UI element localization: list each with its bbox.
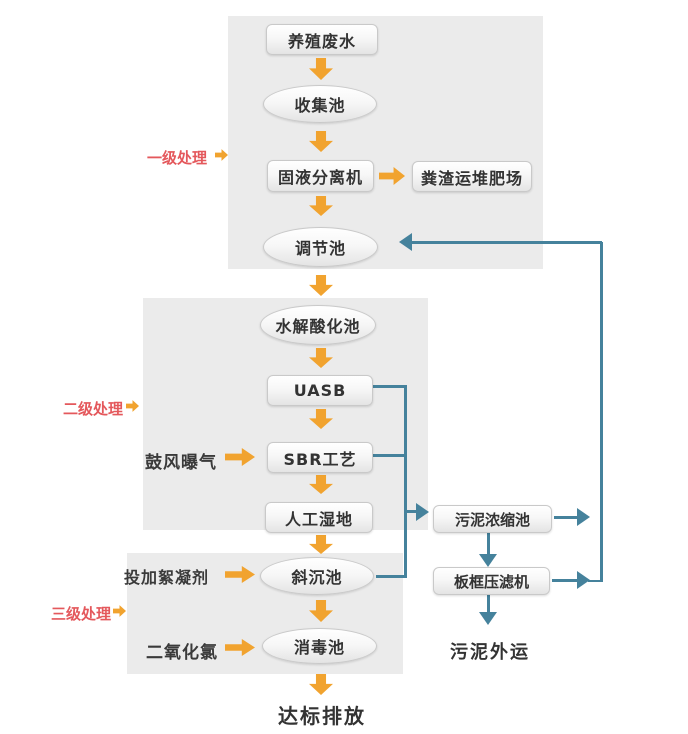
node-regulation-pool: 调节池	[263, 227, 378, 267]
primary-stage-panel	[228, 16, 543, 269]
primary-stage-label: 一级处理	[147, 149, 208, 167]
secondary-stage-pointer-icon	[126, 400, 139, 412]
press-to-transport-arrow-icon	[479, 612, 497, 625]
standard-discharge-label: 达标排放	[278, 704, 366, 728]
node-sbr-process: SBR工艺	[267, 442, 373, 473]
node-breeding-wastewater: 养殖废水	[266, 24, 378, 55]
return-vertical-line	[600, 242, 603, 582]
press-return-line	[552, 579, 578, 582]
connector-sedimentation-to-sludge-line	[376, 575, 406, 578]
primary-stage-pointer-icon	[215, 149, 228, 161]
connector-sbr-to-sludge-line	[373, 454, 406, 457]
tertiary-stage-label: 三级处理	[51, 605, 112, 623]
node-hydrolysis-acidification-pool: 水解酸化池	[260, 305, 376, 345]
node-uasb: UASB	[267, 375, 373, 406]
secondary-stage-label: 二级处理	[63, 400, 124, 418]
node-collection-pool: 收集池	[263, 85, 377, 123]
node-constructed-wetland: 人工湿地	[265, 502, 373, 533]
press-to-transport-line	[487, 595, 490, 613]
chlorine-dioxide-label: 二氧化氯	[146, 643, 218, 663]
node-disinfection-pool: 消毒池	[262, 628, 377, 664]
node-sludge-thickening-pool: 污泥浓缩池	[433, 505, 552, 533]
node-manure-composting-site: 粪渣运堆肥场	[412, 161, 532, 192]
arrow-regulation-to-hydrolysis-icon	[309, 275, 333, 296]
sludge-branch-to-thickener-line	[407, 510, 417, 513]
press-return-join-line	[588, 580, 602, 582]
sludge-transport-label: 污泥外运	[450, 642, 530, 663]
flocculant-dosing-label: 投加絮凝剂	[124, 568, 210, 587]
thickener-inlet-arrow-icon	[416, 503, 429, 521]
return-horizontal-line	[412, 241, 602, 244]
thickener-return-line	[554, 516, 578, 519]
tertiary-stage-pointer-icon	[113, 605, 126, 617]
thickener-return-arrow-icon	[577, 508, 590, 526]
thickener-to-press-arrow-icon	[479, 554, 497, 567]
node-solid-liquid-separator: 固液分离机	[267, 160, 374, 192]
sludge-collector-vertical-line	[404, 385, 407, 578]
thickener-to-press-line	[487, 533, 490, 555]
blast-aeration-label: 鼓风曝气	[145, 453, 217, 473]
node-plate-frame-filter-press: 板框压滤机	[433, 567, 550, 595]
arrow-disinfection-to-discharge-icon	[309, 674, 333, 695]
regulation-return-arrow-icon	[399, 233, 412, 251]
press-return-arrow-icon	[577, 571, 590, 589]
node-inclined-sedimentation-pool: 斜沉池	[260, 557, 374, 595]
connector-uasb-to-sludge-line	[373, 385, 406, 388]
arrow-wetland-to-sedimentation-icon	[309, 535, 333, 554]
